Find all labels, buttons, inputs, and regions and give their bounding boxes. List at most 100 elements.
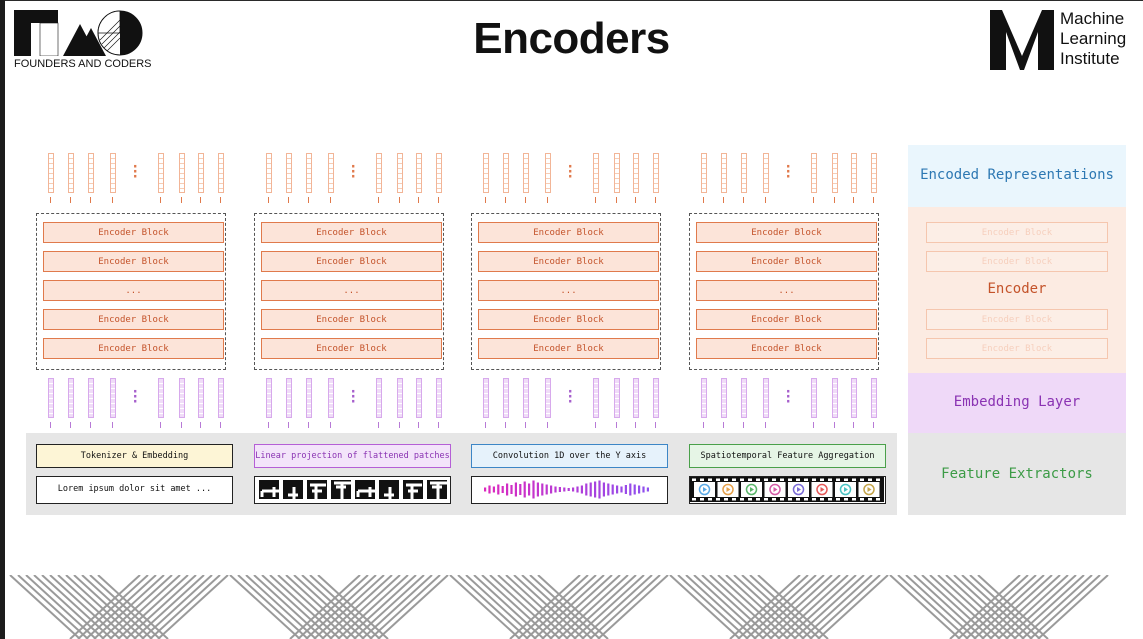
embedding-vector — [503, 378, 509, 418]
encoded-vector — [416, 153, 422, 193]
arrow-up-icon — [160, 197, 161, 203]
mli-logo-mark — [990, 10, 1054, 70]
encoder-block: Encoder Block — [261, 309, 442, 330]
arrow-up-icon — [873, 197, 874, 203]
embedding-vector — [266, 378, 272, 418]
arrow-up-icon — [853, 422, 854, 428]
page-title: Encoders — [473, 14, 670, 63]
input-preview-video-filmstrip — [689, 476, 886, 504]
embedding-vector — [614, 378, 620, 418]
mli-logo-text: Machine Learning Institute — [1060, 9, 1126, 69]
ellipsis-icon: ··· — [349, 159, 358, 185]
ellipsis-icon: ··· — [784, 159, 793, 185]
arrow-up-icon — [200, 422, 201, 428]
embedding-vector — [811, 378, 817, 418]
encoded-vector — [721, 153, 727, 193]
legend-feature-extractors: Feature Extractors — [908, 433, 1126, 515]
encoded-vector — [376, 153, 382, 193]
arrow-up-icon — [505, 197, 506, 203]
encoded-vector — [701, 153, 707, 193]
encoded-vector — [633, 153, 639, 193]
embedding-vectors: ··· — [679, 378, 879, 428]
embedding-vector — [832, 378, 838, 418]
encoded-vectors: ··· — [461, 153, 661, 203]
input-preview-audio-waveform — [471, 476, 668, 504]
input-text: Lorem ipsum dolor sit amet ... — [57, 484, 212, 494]
embedding-vector — [88, 378, 94, 418]
arrow-up-icon — [703, 197, 704, 203]
encoded-vector — [397, 153, 403, 193]
encoder-block: Encoder Block — [43, 251, 224, 272]
arrow-up-icon — [90, 422, 91, 428]
arrow-up-icon — [220, 422, 221, 428]
arrow-up-icon — [399, 197, 400, 203]
arrow-up-icon — [112, 422, 113, 428]
encoder-block: Encoder Block — [478, 338, 659, 359]
legend-ghost-block: Encoder Block — [926, 338, 1108, 359]
arrow-up-icon — [635, 422, 636, 428]
encoded-vector — [614, 153, 620, 193]
arrow-up-icon — [330, 197, 331, 203]
embedding-vector — [593, 378, 599, 418]
arrow-up-icon — [112, 197, 113, 203]
arrow-up-icon — [834, 422, 835, 428]
fac-logo-text: FOUNDERS AND CODERS — [14, 58, 152, 70]
encoded-vector — [763, 153, 769, 193]
embedding-vector — [633, 378, 639, 418]
arrow-up-icon — [485, 422, 486, 428]
encoded-vectors: ··· — [244, 153, 444, 203]
ellipsis-icon: ··· — [131, 384, 140, 410]
embedding-vector — [741, 378, 747, 418]
legend-embedding-layer: Embedding Layer — [908, 373, 1126, 433]
embedding-vector — [110, 378, 116, 418]
arrow-up-icon — [853, 197, 854, 203]
encoder-block: Encoder Block — [696, 222, 877, 243]
encoded-vector — [158, 153, 164, 193]
embedding-vector — [179, 378, 185, 418]
arrow-up-icon — [834, 197, 835, 203]
audio-waveform-icon — [484, 480, 649, 499]
legend-ghost-block: Encoder Block — [926, 251, 1108, 272]
encoded-vector — [306, 153, 312, 193]
arrow-up-icon — [873, 422, 874, 428]
ellipsis-icon: ··· — [784, 384, 793, 410]
embedding-vectors: ··· — [26, 378, 226, 428]
arrow-up-icon — [268, 197, 269, 203]
encoded-vector — [545, 153, 551, 193]
encoded-vector — [523, 153, 529, 193]
arrow-up-icon — [330, 422, 331, 428]
arrow-up-icon — [595, 422, 596, 428]
arrow-up-icon — [50, 197, 51, 203]
encoded-vector — [483, 153, 489, 193]
encoded-vector — [198, 153, 204, 193]
fac-logo-mark — [14, 10, 143, 56]
arrow-up-icon — [655, 422, 656, 428]
encoder-block: Encoder Block — [696, 251, 877, 272]
arrow-up-icon — [288, 197, 289, 203]
encoder-block: Encoder Block — [261, 251, 442, 272]
encoder-block: Encoder Block — [478, 222, 659, 243]
embedding-vector — [218, 378, 224, 418]
arrow-up-icon — [547, 197, 548, 203]
encoded-vectors: ··· — [26, 153, 226, 203]
arrow-up-icon — [703, 422, 704, 428]
arrow-up-icon — [765, 197, 766, 203]
encoded-vectors: ··· — [679, 153, 879, 203]
arrow-up-icon — [308, 197, 309, 203]
arrow-up-icon — [90, 197, 91, 203]
encoder-block: Encoder Block — [43, 222, 224, 243]
arrow-up-icon — [268, 422, 269, 428]
encoder-block: Encoder Block — [696, 309, 877, 330]
arrow-up-icon — [635, 197, 636, 203]
arrow-up-icon — [595, 197, 596, 203]
legend-encoded-representations: Encoded Representations — [908, 145, 1126, 207]
feature-extractor-label: Spatiotemporal Feature Aggregation — [689, 444, 886, 468]
arrow-up-icon — [418, 197, 419, 203]
video-filmstrip-icon — [690, 477, 884, 502]
arrow-up-icon — [418, 422, 419, 428]
embedding-vector — [48, 378, 54, 418]
